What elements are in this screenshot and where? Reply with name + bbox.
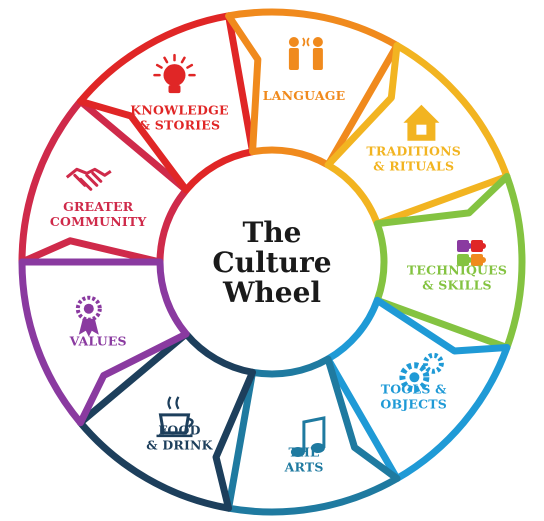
center-title-line-3: Wheel xyxy=(222,276,321,309)
center-hub: The Culture Wheel xyxy=(164,154,380,370)
segment-label-line: TOOLS & xyxy=(381,381,447,396)
segment-label-line: TECHNIQUES xyxy=(407,263,507,278)
cup-icon xyxy=(156,396,194,438)
gears-icon xyxy=(399,352,444,393)
ribbon-icon xyxy=(75,295,102,337)
segment-label-line: & DRINK xyxy=(146,438,213,453)
handshake-icon xyxy=(65,167,112,191)
segment-label-line: GREATER xyxy=(63,199,134,214)
music-note-icon xyxy=(290,416,326,457)
segment-knowledge-stories: KNOWLEDGE& STORIES xyxy=(76,12,257,194)
lightbulb-icon xyxy=(153,53,196,94)
center-title-line-2: Culture xyxy=(212,246,331,279)
segment-label-line: & SKILLS xyxy=(422,278,492,293)
center-title-line-1: The xyxy=(242,216,301,249)
segment-label-line: & RITUALS xyxy=(373,159,454,174)
segment-label-line: & STORIES xyxy=(139,117,220,132)
segment-label-line: TRADITIONS xyxy=(366,144,461,159)
segment-label-line: VALUES xyxy=(69,333,127,348)
segment-label-line: OBJECTS xyxy=(380,396,447,411)
house-icon xyxy=(403,104,440,141)
segment-border xyxy=(18,258,190,427)
segment-values: VALUES xyxy=(18,258,190,427)
segment-label-line: ARTS xyxy=(284,460,324,475)
segment-label-line: KNOWLEDGE xyxy=(130,102,228,117)
segment-label-line: LANGUAGE xyxy=(263,88,346,103)
segment-label-line: COMMUNITY xyxy=(50,214,148,229)
segment-label-line: THE xyxy=(288,445,319,460)
people-talking-icon xyxy=(288,37,323,70)
puzzle-icon xyxy=(457,240,486,266)
segment-techniques-skills: TECHNIQUES& SKILLS xyxy=(373,172,526,352)
center-circle xyxy=(164,154,380,370)
segment-label-line: FOOD xyxy=(158,423,200,438)
